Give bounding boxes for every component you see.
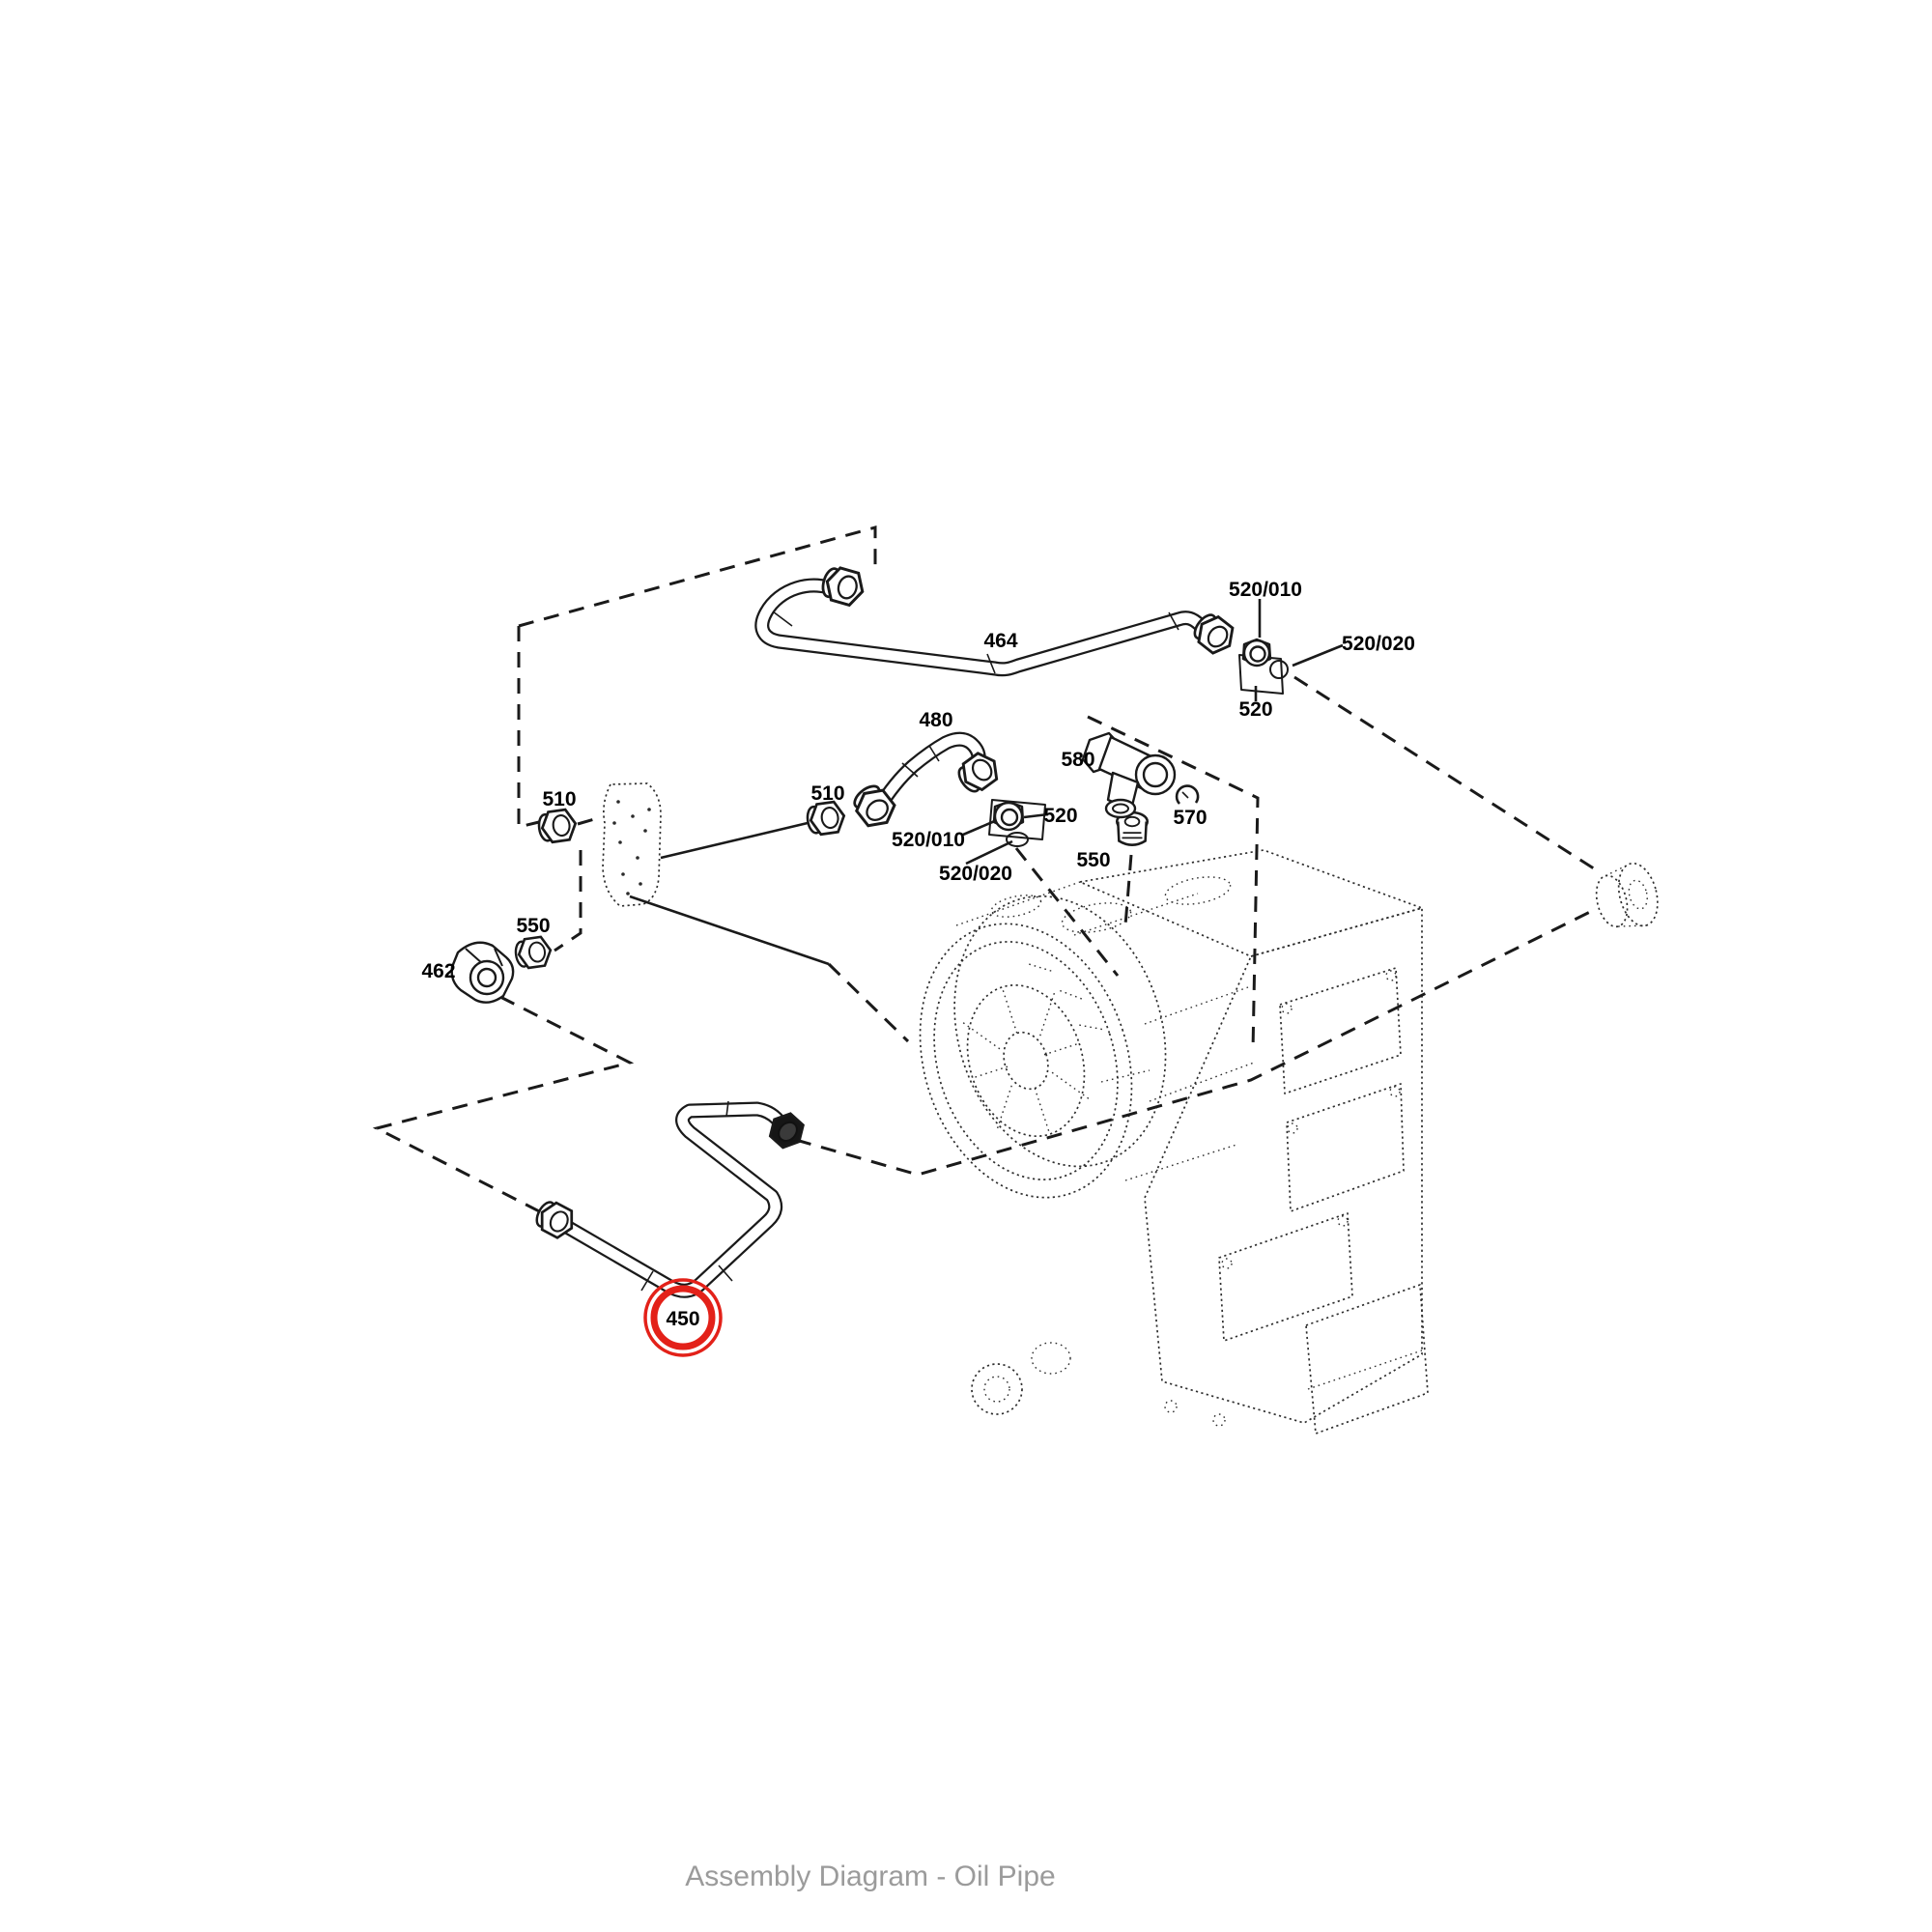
label-580: 580 bbox=[1061, 749, 1094, 771]
fitting-520-top bbox=[1238, 638, 1289, 695]
diagram-caption: Assembly Diagram - Oil Pipe bbox=[685, 1861, 1056, 1892]
fitting-510-left bbox=[535, 807, 580, 845]
label-520-010-mid: 520/010 bbox=[892, 829, 965, 851]
highlight-marker bbox=[643, 1278, 723, 1357]
label-462: 462 bbox=[421, 960, 455, 982]
fitting-550-left bbox=[512, 934, 554, 971]
label-520-mid: 520 bbox=[1043, 805, 1077, 827]
highlight-circle-inner bbox=[650, 1285, 716, 1350]
label-520-020-mid: 520/020 bbox=[939, 863, 1012, 885]
fitting-570-ring bbox=[1175, 784, 1200, 805]
label-550-left: 550 bbox=[516, 915, 550, 937]
fitting-510-mid bbox=[804, 799, 848, 838]
labels-layer: 520/010 520/020 520 464 480 580 510 510 520 570 52… bbox=[421, 579, 1414, 1330]
label-480: 480 bbox=[919, 709, 952, 731]
label-464: 464 bbox=[983, 630, 1017, 652]
rear-coupling bbox=[1595, 862, 1659, 928]
mounting-strip bbox=[602, 782, 662, 907]
leader-lines bbox=[372, 526, 1601, 1219]
label-550-right: 550 bbox=[1076, 849, 1110, 871]
fitting-462 bbox=[450, 941, 515, 1004]
pipe-464 bbox=[754, 562, 1241, 677]
label-520-top: 520 bbox=[1238, 698, 1272, 721]
pipe-450 bbox=[530, 1100, 805, 1298]
highlight-circle-outer bbox=[643, 1278, 723, 1357]
label-570: 570 bbox=[1173, 807, 1207, 829]
transmission-housing bbox=[919, 849, 1659, 1435]
label-510-mid: 510 bbox=[810, 782, 844, 805]
label-450: 450 bbox=[666, 1308, 699, 1330]
label-520-020-top: 520/020 bbox=[1342, 633, 1415, 655]
label-510-left: 510 bbox=[542, 788, 576, 810]
fitting-580-tee bbox=[1081, 731, 1177, 819]
label-520-010-top: 520/010 bbox=[1229, 579, 1302, 601]
fitting-520-mid bbox=[988, 799, 1046, 847]
pipe-480 bbox=[847, 731, 1006, 835]
